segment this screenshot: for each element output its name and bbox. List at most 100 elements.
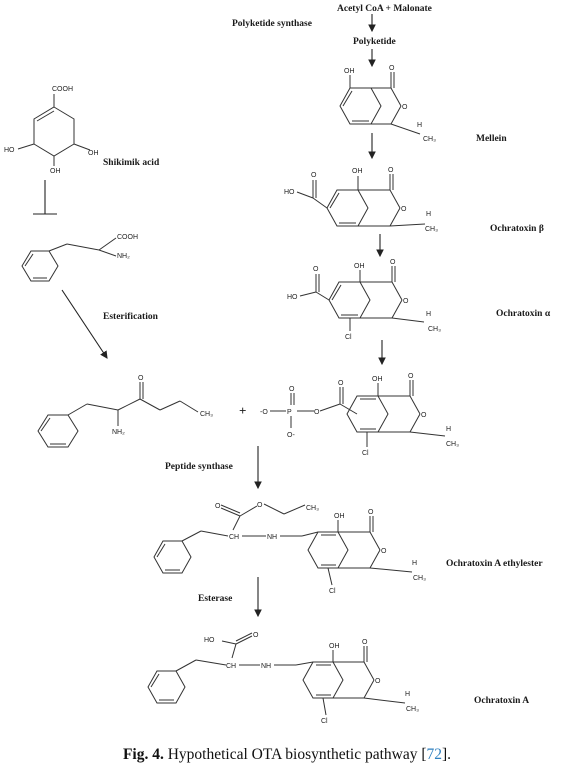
chemical-bond [17,143,35,150]
chemical-bond [179,400,199,413]
chemical-bond [263,503,285,515]
atom-label: O [402,104,408,111]
plus-sign: + [239,403,246,418]
chemical-bond [339,403,358,415]
chemical-bond [331,284,342,301]
polyketide-label: Polyketide [353,37,396,47]
chemical-bond [299,291,317,297]
chemical-bond [315,291,330,301]
chemical-bond [98,237,117,251]
chemical-bond [86,403,119,411]
chemical-bond [363,661,375,681]
atom-label: Cl [321,718,328,725]
atom-label: O [138,375,144,382]
caption-text: Hypothetical OTA biosynthetic pathway [ [167,746,427,763]
chemical-bond [389,223,426,227]
atom-label: CH [229,534,239,541]
phenylalanine-structure: COOH NH₂ [21,234,138,282]
chemical-bond [239,505,258,517]
shikimic-acid-structure: COOH OH OH HO [4,86,99,175]
chemical-bond [235,635,253,645]
atom-label: OH [329,643,340,650]
atom-label: O [381,548,387,555]
chemical-bond [328,281,371,319]
chemical-bond [409,413,421,433]
chemical-bond [235,632,253,642]
atom-label: OH [354,263,365,270]
mellein-structure: OH O O H CH₃ [339,65,436,143]
chemical-bond [329,192,340,209]
atom-label: OH [88,150,99,157]
atom-label: H [412,560,417,567]
chemical-bond [369,567,413,573]
atom-label: OH [50,168,61,175]
atom-label: Cl [329,588,336,595]
chemical-bond [301,531,319,537]
atom-label: NH₂ [117,253,130,260]
atom-label: -O [260,409,268,416]
atom-label: O [253,632,259,639]
chemical-bond [220,507,241,517]
ochratoxin-beta-structure: OH O O HO O H CH₃ [284,167,438,233]
chemical-bond [159,400,181,411]
atom-label: O [401,206,407,213]
chemical-bond [36,110,55,122]
chemical-bond [390,105,402,125]
atom-label: O [389,65,395,72]
reference-link[interactable]: 72 [426,746,443,763]
caption-end: ]. [442,746,452,763]
chemical-bond [391,281,403,301]
atom-label: O [338,380,344,387]
atom-label: P [287,409,292,416]
atom-label: Cl [362,450,369,457]
atom-label: CH [226,663,236,670]
chemical-bond [307,531,349,569]
atom-label: O [362,639,368,646]
chemical-bond [296,191,314,199]
atom-label: CH₃ [446,441,459,448]
chemical-bond [327,567,333,586]
chemical-bond [409,431,446,437]
atom-label: NH [261,663,271,670]
chemical-bond [73,143,91,151]
phosphate-ochratoxin-alpha-structure: -O P O O- O O OH O O Cl H CH₃ [260,373,459,457]
esterase-label: Esterase [198,594,232,604]
atom-label: O [311,172,317,179]
chemical-bond [283,504,306,515]
chemical-bond [391,299,403,319]
atom-label: CH₃ [423,136,436,143]
chemical-bond [175,659,197,672]
atom-label: H [405,691,410,698]
chemical-bond [391,317,425,323]
chemical-bond [390,87,402,107]
ochratoxin-alpha-label: Ochratoxin α [496,309,551,319]
chemical-bond [369,549,381,569]
chemical-bond [363,679,375,699]
shikimic-acid-label: Shikimik acid [103,158,160,168]
atom-label: O [257,502,263,509]
atom-label: H [426,211,431,218]
chemical-bond [21,250,59,282]
chemical-bond [117,398,141,411]
ochratoxin-beta-label: Ochratoxin β [490,224,544,234]
atom-label: O [375,678,381,685]
chemical-bond [302,661,344,699]
arrow-esterification [61,289,108,359]
chemical-bond [369,531,381,551]
atom-label: CH₃ [413,575,426,582]
atom-label: OH [352,168,363,175]
ochratoxin-a-ethylester-label: Ochratoxin A ethylester [446,559,543,569]
atom-label: NH₂ [112,429,125,436]
esterification-label: Esterification [103,312,159,322]
chemical-bond [232,515,241,531]
atom-label: O [368,509,374,516]
atom-label: HO [4,147,15,154]
chemical-bond [389,207,401,227]
chemical-bond [67,403,88,416]
chemical-bond [200,530,229,537]
atom-label: O [388,167,394,174]
ochratoxin-a-label: Ochratoxin A [474,696,529,706]
chemical-bond [363,697,406,704]
chemical-bond [147,670,186,704]
chemical-bond [48,243,68,252]
